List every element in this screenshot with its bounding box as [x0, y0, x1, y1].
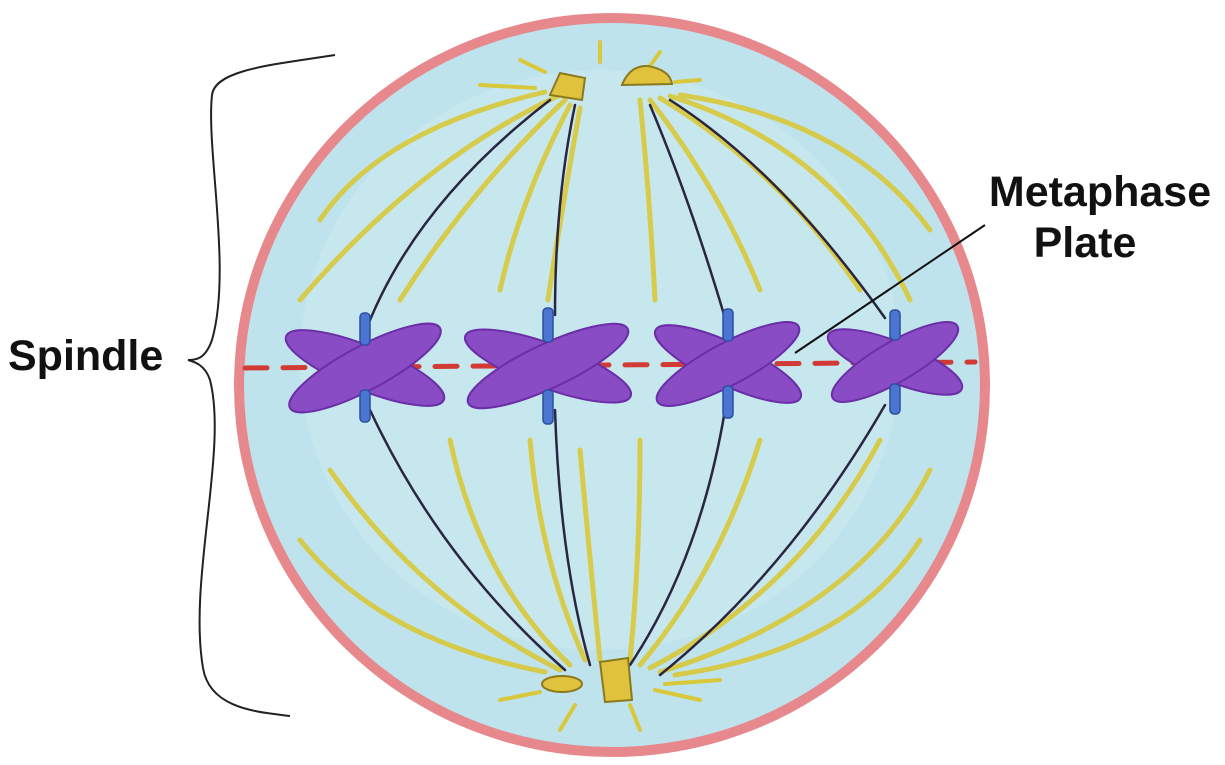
metaphase-plate-label-line1: Metaphase	[989, 168, 1211, 216]
centriole	[542, 676, 582, 692]
metaphase-plate-label-line2: Plate	[1034, 219, 1137, 267]
spindle-label: Spindle	[8, 332, 163, 380]
centriole	[600, 658, 632, 702]
